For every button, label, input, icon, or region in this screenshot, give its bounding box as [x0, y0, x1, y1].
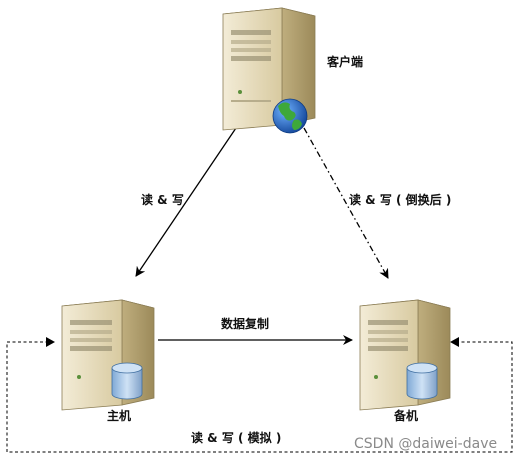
client-label: 客户端 — [326, 54, 363, 69]
standby-database-icon — [406, 362, 438, 400]
simulated-label: 读 & 写 ( 模拟 ) — [191, 430, 281, 445]
primary-database-icon — [111, 362, 143, 400]
replication-label: 数据复制 — [221, 316, 269, 331]
globe-icon — [272, 98, 308, 134]
simulated-arrowhead-primary — [46, 337, 55, 347]
primary-label: 主机 — [107, 408, 131, 423]
client-to-standby-label: 读 & 写 ( 倒换后 ) — [349, 192, 451, 207]
client-to-primary-label: 读 & 写 — [141, 192, 184, 207]
simulated-arrowhead-standby — [450, 337, 459, 347]
standby-server-icon — [359, 299, 451, 411]
edge-client-to-primary — [135, 127, 237, 277]
standby-label: 备机 — [393, 408, 418, 423]
edge-simulated-loop — [6, 337, 513, 453]
watermark-text: CSDN @daiwei-dave — [354, 436, 497, 452]
edge-client-to-standby — [303, 127, 389, 279]
primary-server-icon — [61, 299, 155, 411]
